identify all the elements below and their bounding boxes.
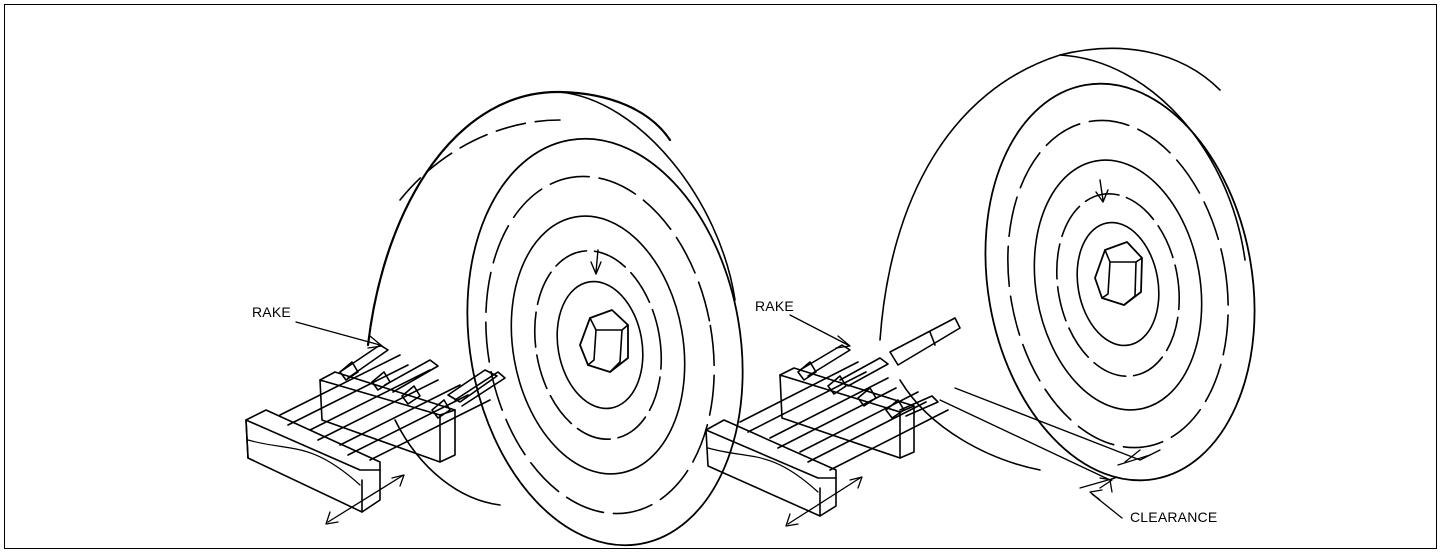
rake-label-right: RAKE [755,298,794,314]
rake-label-left: RAKE [252,304,291,320]
left-grinding-wheel [366,90,744,547]
right-grinding-wheel [879,47,1256,482]
right-rake [705,314,961,527]
left-rake [245,321,506,525]
clearance-dimension [939,387,1161,519]
double-arrow-icon [327,475,403,523]
clearance-label: CLEARANCE [1130,509,1218,525]
